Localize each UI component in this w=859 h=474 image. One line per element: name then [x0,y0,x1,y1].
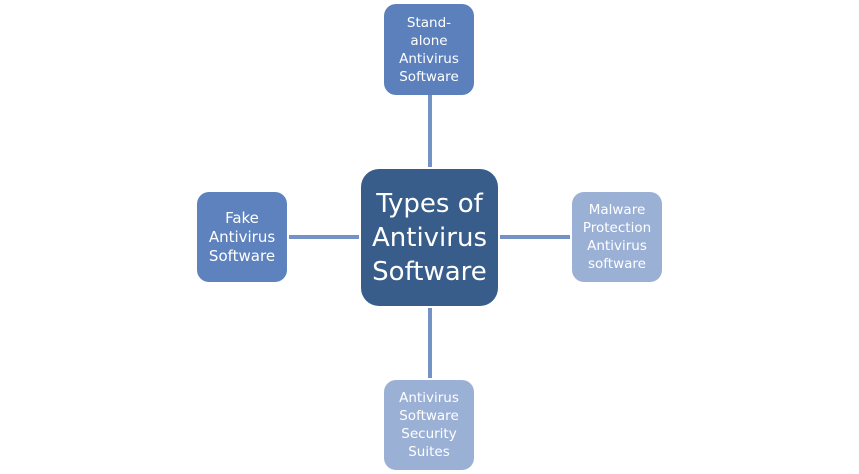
node-malware-protection: Malware Protection Antivirus software [572,192,662,282]
connector-left [289,235,359,239]
node-security-suites: Antivirus Software Security Suites [384,380,474,470]
node-standalone-antivirus: Stand- alone Antivirus Software [384,4,474,95]
connector-right [500,235,570,239]
node-fake-antivirus: Fake Antivirus Software [197,192,287,282]
center-node: Types of Antivirus Software [361,169,498,306]
connector-top [428,95,432,167]
connector-bottom [428,308,432,378]
